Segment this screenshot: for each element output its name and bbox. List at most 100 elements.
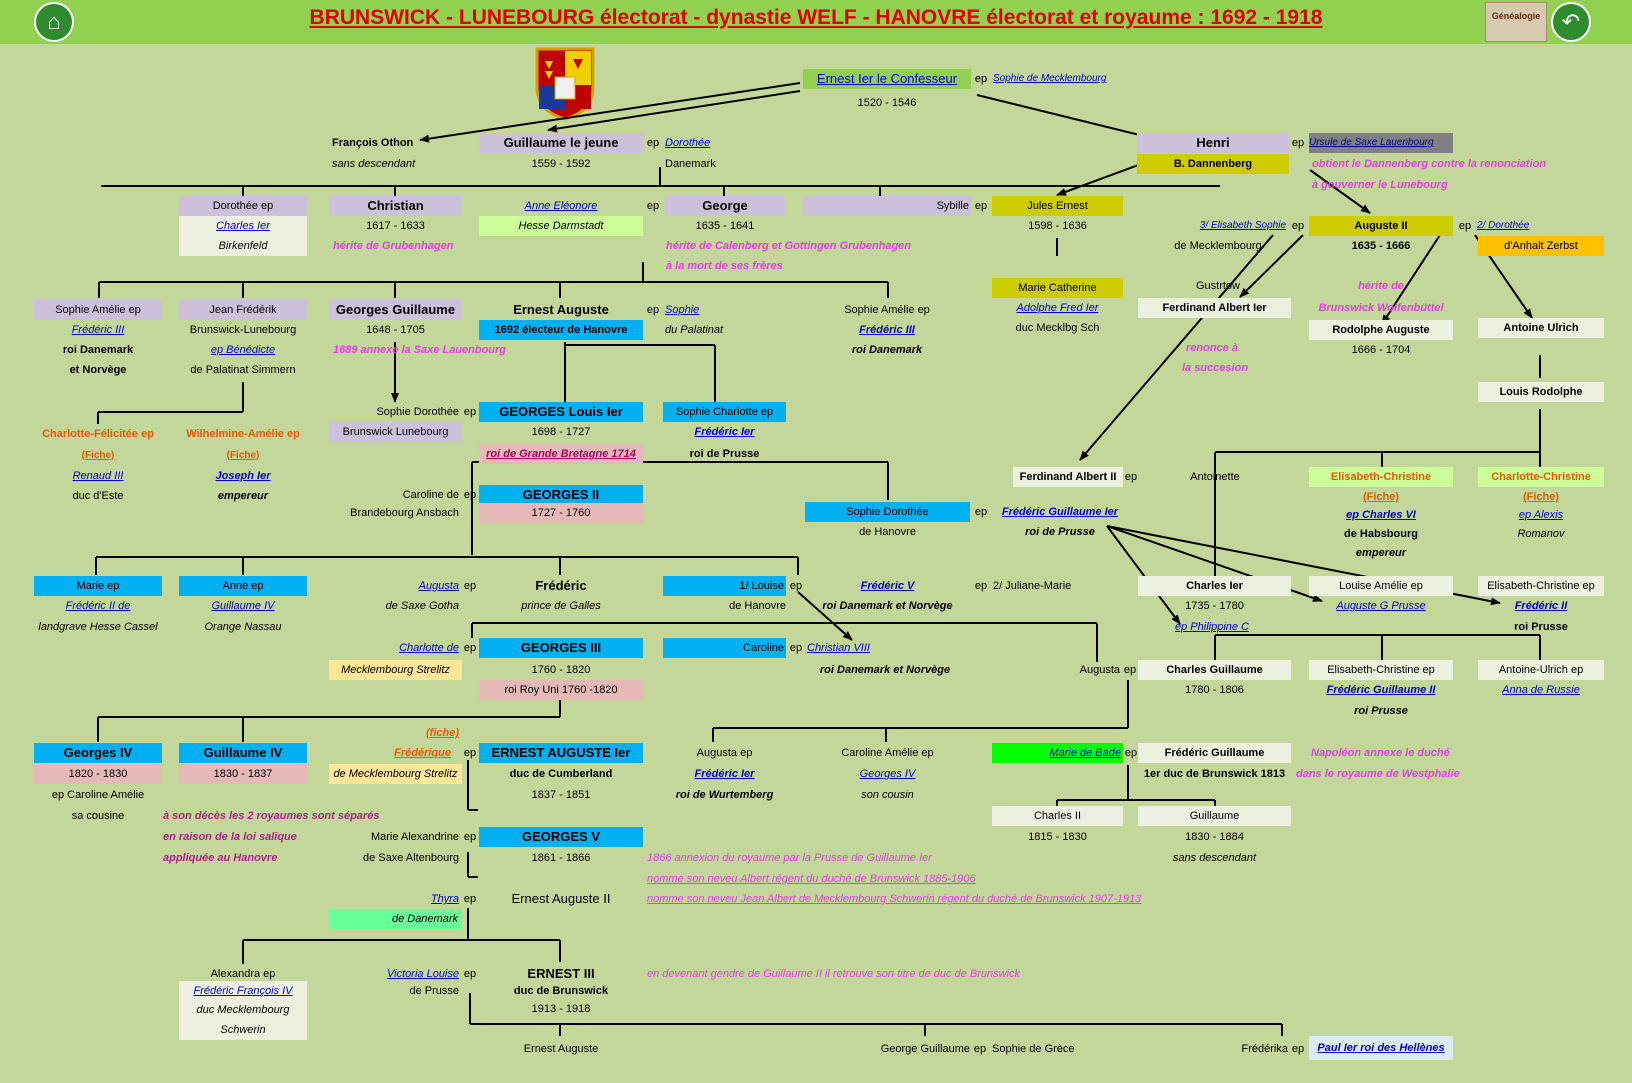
- spouse-thyra[interactable]: Thyra: [430, 893, 459, 905]
- spouse-sophie[interactable]: Sophie: [665, 304, 700, 316]
- fiche-link[interactable]: (Fiche): [226, 450, 260, 461]
- dates: 1913 - 1918: [531, 1003, 591, 1015]
- person-elisabeth-christine-2: Elisabeth-Christine ep: [1478, 576, 1604, 596]
- note: sa cousine: [71, 810, 125, 822]
- spouse-joseph-ier[interactable]: Joseph Ier: [215, 470, 271, 482]
- person-guillaume-iv: Guillaume IV: [179, 743, 307, 763]
- spouse-anna-de-russie[interactable]: Anna de Russie: [1502, 684, 1580, 696]
- spouse-charles-vi[interactable]: ep Charles VI: [1346, 509, 1416, 521]
- spouse-philippine[interactable]: ep Philippine C: [1175, 621, 1249, 633]
- dates: 1830 - 1884: [1185, 831, 1244, 843]
- spouse-origin: Danemark: [665, 158, 716, 170]
- spouse-frederic-v[interactable]: Frédéric V: [860, 580, 915, 592]
- spouse-guillaume-iv-orange[interactable]: Guillaume IV: [211, 600, 275, 612]
- spouse-sophie-de-grece: Sophie de Grèce: [992, 1043, 1075, 1055]
- spouse-frederic-ier[interactable]: Frédéric Ier: [694, 426, 755, 438]
- person-ferdinand-albert-ier: Ferdinand Albert Ier: [1138, 298, 1291, 318]
- note: 1689 annexe la Saxe Lauenbourg: [333, 344, 507, 356]
- fiche-link[interactable]: (Fiche): [1522, 491, 1560, 503]
- note: hérite de: [1358, 280, 1404, 292]
- spouse-christian-viii[interactable]: Christian VIII: [807, 642, 870, 654]
- spouse-dorothee-anhalt[interactable]: 2/ Dorothée: [1477, 220, 1530, 231]
- spouse-title: roi de Prusse: [1025, 526, 1095, 538]
- person-caroline-2: Caroline: [663, 638, 786, 658]
- spouse-frederic-ii-hesse[interactable]: Frédéric II de: [65, 600, 131, 612]
- spouse-charles-ier[interactable]: Charles Ier: [179, 216, 307, 236]
- fiche-link[interactable]: (Fiche): [1362, 491, 1400, 503]
- person-georges-iv: Georges IV: [34, 743, 162, 763]
- person-ernest-auguste-ier: ERNEST AUGUSTE Ier: [479, 743, 643, 763]
- note-link[interactable]: nomme son neveu Albert régent du duché d…: [647, 873, 976, 885]
- spouse-frederic-francois-iv[interactable]: Frédéric François IV: [179, 981, 307, 1001]
- spouse-paul-ier[interactable]: Paul Ier roi des Hellènes: [1317, 1042, 1445, 1054]
- person-sophie-amelie-2: Sophie Amélie ep: [844, 304, 930, 316]
- genealogie-button[interactable]: Généalogie: [1485, 2, 1547, 42]
- spouse-renaud-iii[interactable]: Renaud III: [72, 470, 124, 482]
- spouse-jules-ernest: Jules Ernest: [992, 196, 1123, 216]
- fiche-link[interactable]: (fiche): [426, 727, 459, 739]
- person-auguste-ii: Auguste II: [1309, 216, 1453, 236]
- person-wilhelmine-amelie: Wilhelmine-Amélie ep: [186, 428, 300, 440]
- spouse-charlotte[interactable]: Charlotte de: [399, 642, 459, 654]
- note-link[interactable]: nomme son neveu Jean Albert de Mecklembo…: [647, 893, 1142, 905]
- spouse-elisabeth-sophie[interactable]: 3/ Elisabeth Sophie: [1199, 220, 1286, 231]
- person-elisabeth-christine-3: Elisabeth-Christine ep: [1309, 660, 1453, 680]
- home-button[interactable]: ⌂: [34, 2, 74, 42]
- back-button[interactable]: ↶: [1551, 2, 1591, 42]
- spouse-title: empereur: [217, 490, 269, 502]
- dates: 1820 - 1830: [34, 764, 162, 784]
- note: dans le royaume de Westphalie: [1296, 768, 1460, 780]
- ep-label: ep: [463, 406, 477, 418]
- spouse-auguste-g[interactable]: Auguste G Prusse: [1336, 600, 1426, 612]
- ep-label: ep: [974, 200, 988, 212]
- person-ernest-auguste-ii: Ernest Auguste II: [511, 891, 611, 906]
- ep-label: ep: [646, 200, 660, 212]
- ep-label: ep: [974, 73, 988, 85]
- spouse-georges-iv[interactable]: Georges IV: [859, 768, 916, 780]
- spouse-frederique[interactable]: Frédérique: [394, 747, 451, 759]
- spouse-frederic-ii[interactable]: Frédéric II: [1514, 600, 1568, 612]
- person-henri: Henri: [1137, 133, 1289, 153]
- spouse-augusta[interactable]: Augusta: [418, 580, 459, 592]
- spouse-origin: de Mecklembourg Strelitz: [329, 764, 462, 784]
- spouse-title: roi de Wurtemberg: [675, 789, 774, 801]
- dates: 1815 - 1830: [1028, 831, 1087, 843]
- spouse-frederic-iii-2[interactable]: Frédéric III: [859, 324, 915, 336]
- fiche-link[interactable]: (Fiche): [81, 450, 115, 461]
- title-roi-grande-bretagne[interactable]: roi de Grande Bretagne 1714: [486, 448, 636, 460]
- person-sophie-dorothee: Sophie Dorothée: [376, 406, 459, 418]
- spouse-dorothee[interactable]: Dorothée: [665, 137, 711, 149]
- note: hérite de Grubenhagen: [333, 240, 454, 252]
- spouse-frederic-guillaume-ii[interactable]: Frédéric Guillaume II: [1326, 684, 1436, 696]
- dates: 1559 - 1592: [531, 158, 591, 170]
- note: à gouverner le Lunebourg: [1312, 179, 1448, 191]
- note: obtient le Dannenberg contre la renoncia…: [1312, 158, 1547, 170]
- ep-label: ep: [463, 893, 477, 905]
- person-rodolphe-auguste: Rodolphe Auguste: [1309, 320, 1453, 340]
- spouse-marie-de-bade[interactable]: Marie de Bade: [992, 743, 1123, 763]
- spouse-frederic-ier-wurtemberg[interactable]: Frédéric Ier: [694, 768, 755, 780]
- person-charles-ier: Charles Ier: [1138, 576, 1291, 596]
- person-anne: Anne ep: [179, 576, 307, 596]
- spouse-frederic-guillaume-ier[interactable]: Frédéric Guillaume Ier: [1001, 506, 1119, 518]
- person-ernest-iii: ERNEST III: [527, 966, 595, 981]
- dates: 1617 - 1633: [366, 220, 425, 232]
- note: en raison de la loi salique: [163, 831, 297, 843]
- ep-label: ep: [974, 506, 988, 518]
- note: à son décès les 2 royaumes sont séparés: [163, 810, 380, 822]
- spouse-ursule[interactable]: Ursule de Saxe Lauenbourg: [1309, 133, 1453, 153]
- spouse-victoria-louise[interactable]: Victoria Louise: [387, 968, 459, 980]
- ep-label: ep: [1123, 664, 1137, 676]
- title: roi Roy Uni 1760 -1820: [479, 680, 643, 700]
- spouse-frederic-iii[interactable]: Frédéric III: [71, 324, 125, 336]
- spouse-adolphe-fred[interactable]: Adolphe Fred Ier: [1016, 302, 1099, 314]
- spouse-caroline-amelie: ep Caroline Amélie: [51, 789, 145, 801]
- spouse-title: roi Danemark et Norvège: [822, 600, 953, 612]
- spouse-sophie-mecklembourg[interactable]: Sophie de Mecklembourg: [993, 73, 1107, 84]
- spouse-anne-eleonore[interactable]: Anne Eléonore: [524, 200, 598, 212]
- spouse-alexis[interactable]: ep Alexis: [1518, 509, 1564, 521]
- ep-label: ep: [973, 1043, 987, 1055]
- spouse-benedicte[interactable]: ep Bénédicte: [210, 344, 276, 356]
- person-christian: Christian: [329, 196, 462, 216]
- person-ernest-ier[interactable]: Ernest Ier le Confesseur: [816, 71, 958, 86]
